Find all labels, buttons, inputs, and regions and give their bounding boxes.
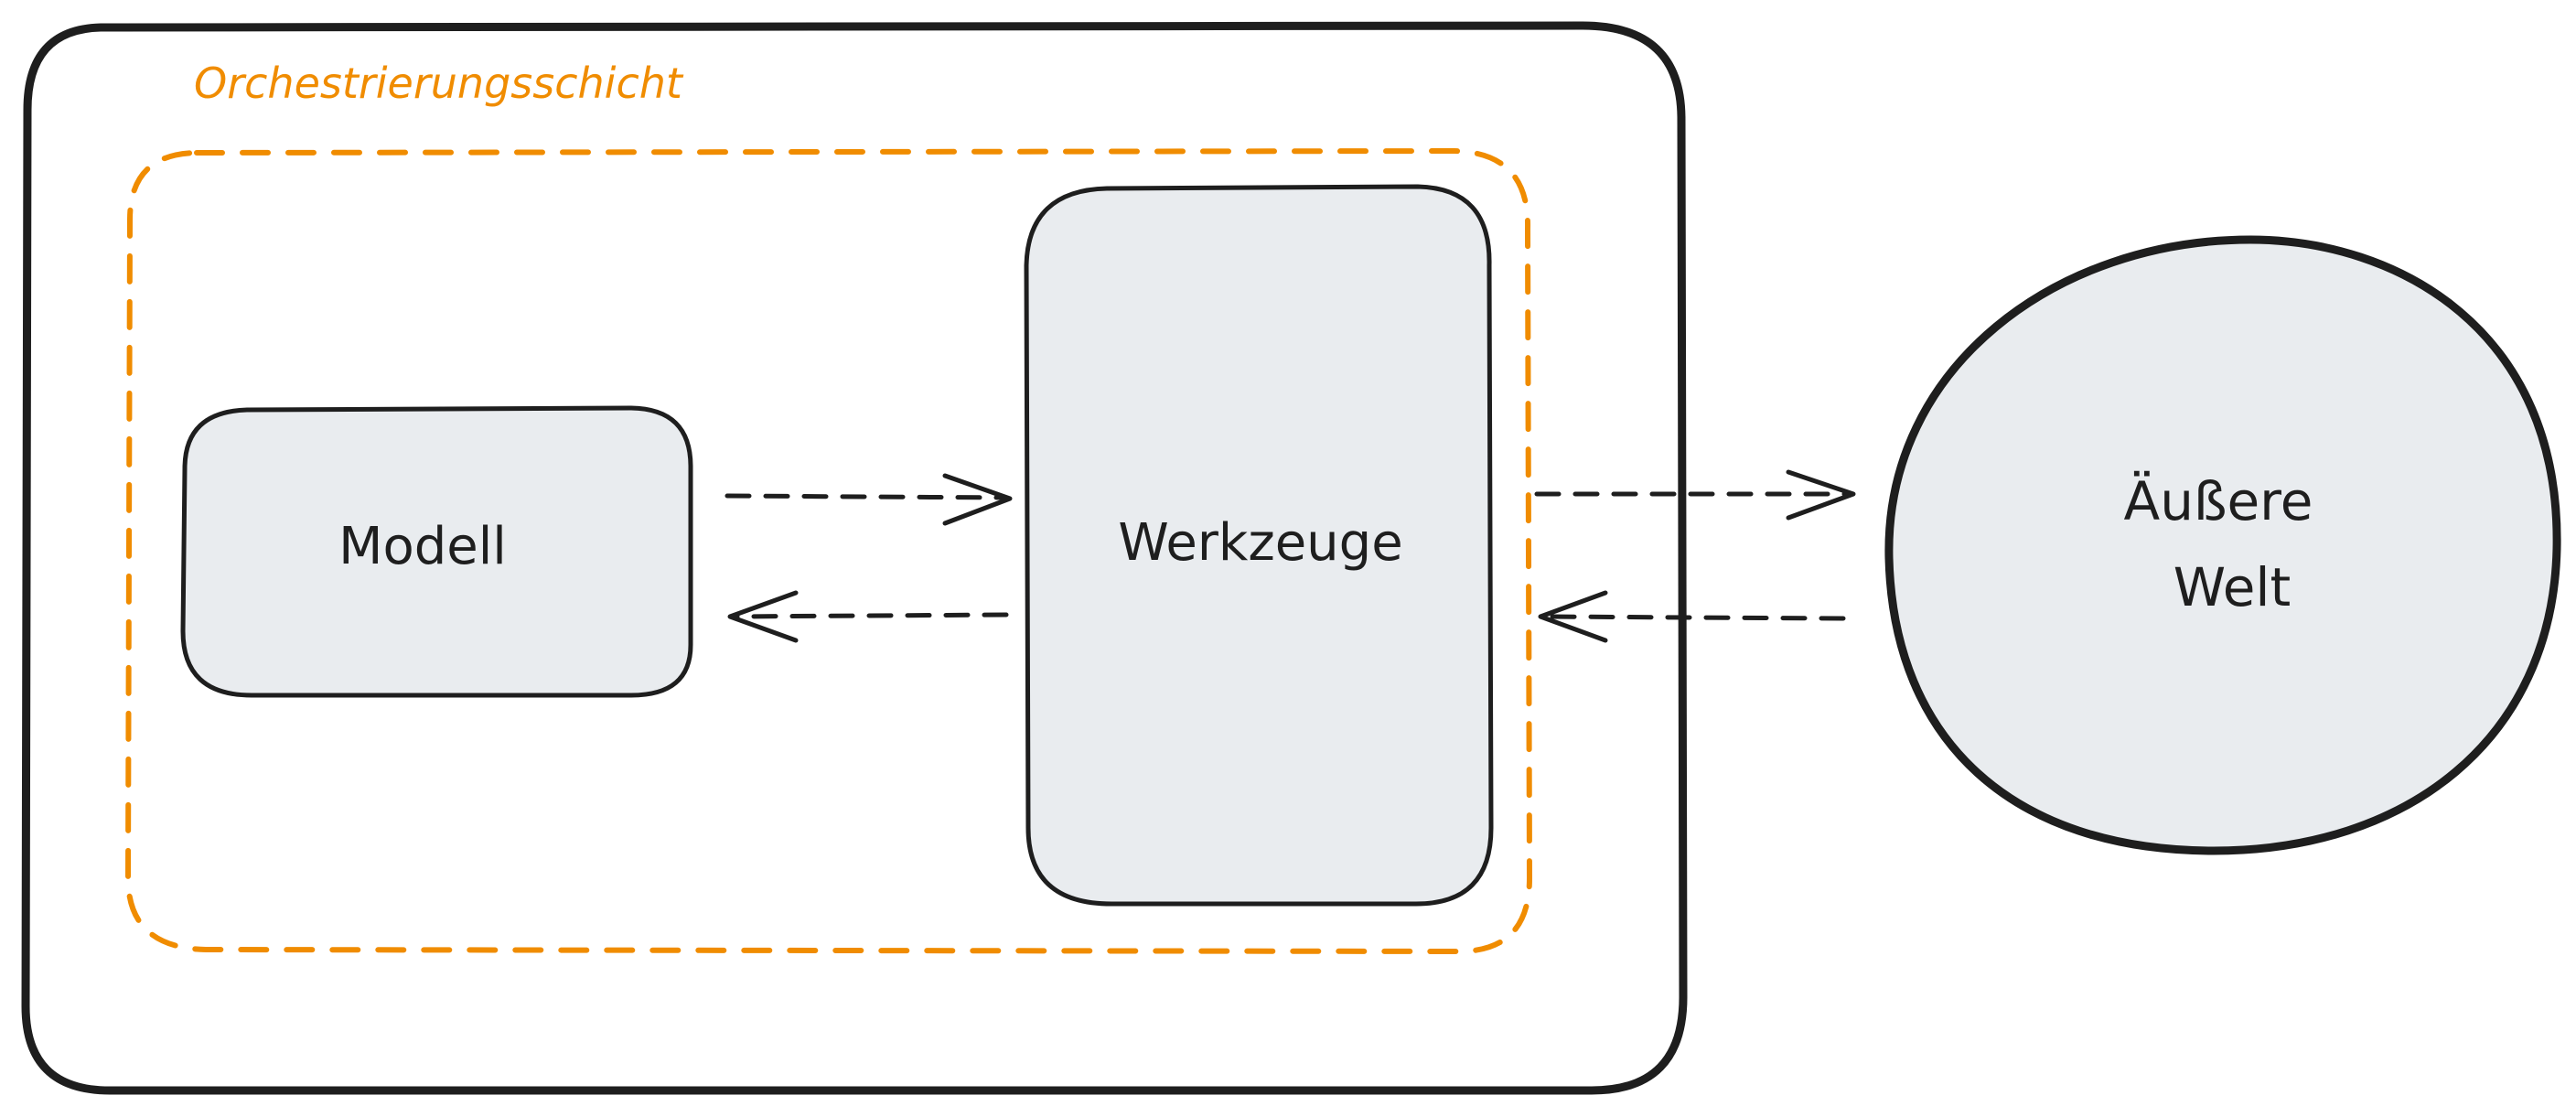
- edge-outside-to-tools: [1538, 590, 1846, 643]
- edge-tools-to-model: [727, 590, 1009, 643]
- edge-tools-to-outside-arrowhead: [1786, 469, 1856, 521]
- edge-model-to-tools-arrowhead: [942, 473, 1013, 526]
- edge-outside-to-tools-arrowhead: [1538, 590, 1608, 643]
- edge-tools-to-model-arrowhead: [727, 590, 799, 643]
- orchestration-layer-boundary: [124, 147, 1533, 955]
- tools-label: Werkzeuge: [1118, 513, 1402, 573]
- edge-tools-to-model-line: [729, 612, 1009, 619]
- edge-outside-to-tools-line: [1543, 614, 1846, 621]
- outside-world-label-line1: Äußere: [2124, 470, 2313, 532]
- model-label: Modell: [338, 517, 507, 576]
- outside-world-label-line2: Welt: [2174, 556, 2292, 618]
- tools-box: [1024, 184, 1494, 907]
- orchestration-layer-label: Orchestrierungsschicht: [194, 59, 684, 108]
- outside-world-node: Äußere Welt: [1884, 235, 2561, 855]
- model-box: [180, 405, 693, 698]
- edge-model-to-tools-line: [724, 493, 1009, 500]
- tools-node: Werkzeuge: [1024, 184, 1494, 907]
- edge-model-to-tools: [724, 473, 1013, 526]
- model-node: Modell: [180, 405, 693, 698]
- edge-tools-to-outside: [1534, 469, 1856, 521]
- outside-world-circle: [1884, 235, 2561, 855]
